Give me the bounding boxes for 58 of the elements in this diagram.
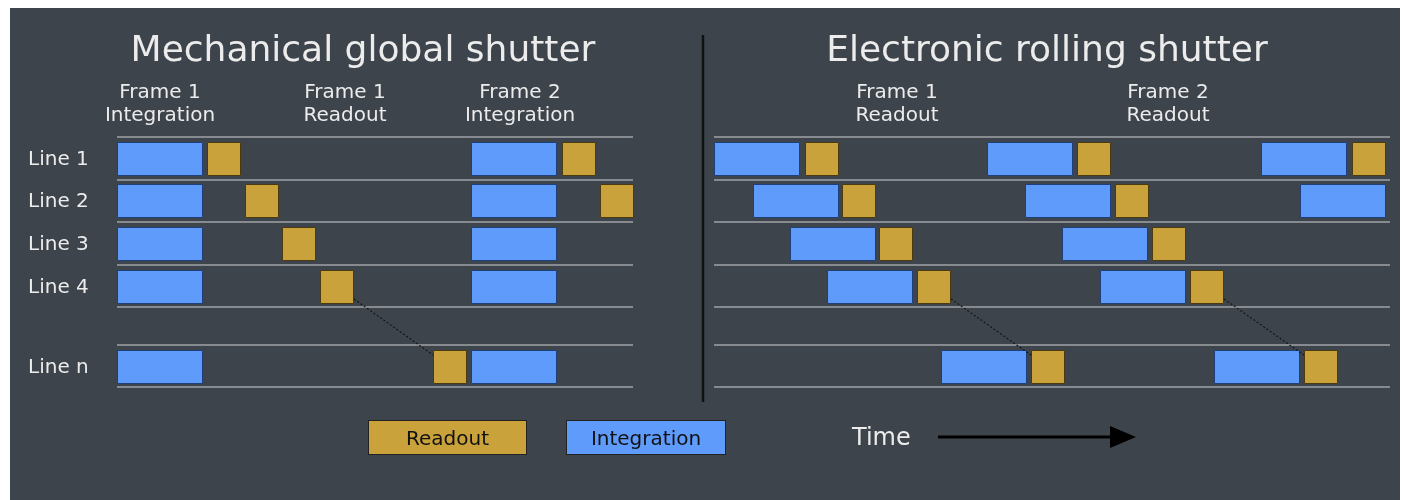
integration-bar (1214, 350, 1300, 384)
column-header: Frame 2 Integration (463, 80, 577, 126)
row-label: Line n (28, 355, 89, 378)
integration-bar (117, 270, 203, 304)
readout-bar (1115, 184, 1149, 218)
readout-bar (879, 227, 913, 261)
readout-bar (1031, 350, 1065, 384)
readout-bar (805, 142, 839, 176)
dotted-connector (353, 298, 434, 356)
integration-bar (1261, 142, 1347, 176)
readout-bar (600, 184, 634, 218)
integration-bar (471, 142, 557, 176)
integration-bar (471, 350, 557, 384)
integration-bar (117, 142, 203, 176)
panel-title: Mechanical global shutter (130, 28, 596, 70)
integration-bar (117, 227, 203, 261)
integration-bar (117, 184, 203, 218)
integration-bar (471, 227, 557, 261)
legend-label: Integration (590, 425, 702, 450)
integration-bar (1100, 270, 1186, 304)
integration-bar (471, 184, 557, 218)
dotted-connector (1223, 298, 1305, 356)
column-header: Frame 1 Readout (854, 80, 940, 126)
axis-label: Time (852, 424, 911, 452)
column-header: Frame 2 Readout (1125, 80, 1211, 126)
readout-bar (320, 270, 354, 304)
readout-bar (1077, 142, 1111, 176)
integration-bar (471, 270, 557, 304)
panel-title: Electronic rolling shutter (826, 28, 1268, 70)
row-label: Line 3 (28, 232, 89, 255)
readout-bar (842, 184, 876, 218)
integration-bar (1062, 227, 1148, 261)
readout-bar (1304, 350, 1338, 384)
readout-bar (1152, 227, 1186, 261)
column-header: Frame 1 Readout (302, 80, 388, 126)
readout-bar (1190, 270, 1224, 304)
column-header: Frame 1 Integration (103, 80, 217, 126)
row-label: Line 2 (28, 189, 89, 212)
readout-bar (282, 227, 316, 261)
integration-bar (1025, 184, 1111, 218)
row-label: Line 1 (28, 147, 89, 170)
dotted-connector (950, 298, 1032, 356)
integration-bar (1300, 184, 1386, 218)
row-label: Line 4 (28, 275, 89, 298)
readout-bar (917, 270, 951, 304)
integration-bar (827, 270, 913, 304)
readout-bar (207, 142, 241, 176)
readout-bar (433, 350, 467, 384)
readout-bar (1352, 142, 1386, 176)
legend-label: Readout (406, 425, 489, 450)
readout-bar (245, 184, 279, 218)
integration-bar (117, 350, 203, 384)
integration-bar (714, 142, 800, 176)
integration-bar (790, 227, 876, 261)
integration-bar (753, 184, 839, 218)
readout-bar (562, 142, 596, 176)
integration-bar (987, 142, 1073, 176)
integration-bar (941, 350, 1027, 384)
